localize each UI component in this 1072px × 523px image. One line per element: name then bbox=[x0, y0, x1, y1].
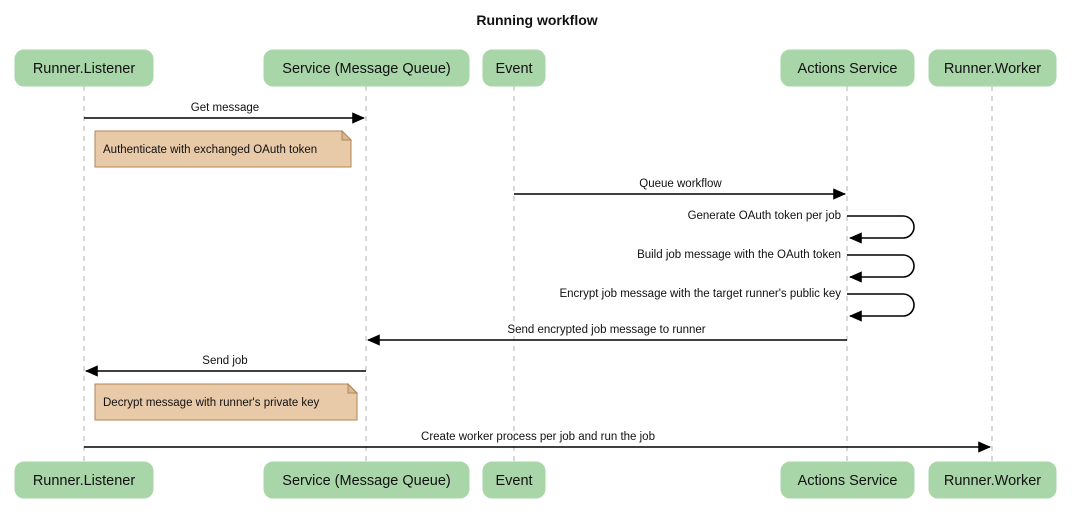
note-body bbox=[94, 383, 358, 421]
message-queue-workflow[interactable]: Queue workflow bbox=[514, 178, 847, 200]
participant-label: Runner.Listener bbox=[33, 473, 136, 489]
message-send-encrypted[interactable]: Send encrypted job message to runner bbox=[366, 324, 847, 346]
participant-label: Runner.Worker bbox=[944, 473, 1041, 489]
participant-runner-listener-bottom[interactable]: Runner.Listener bbox=[14, 461, 154, 499]
participant-box bbox=[14, 461, 154, 499]
participant-box bbox=[263, 461, 470, 499]
participant-box bbox=[482, 461, 546, 499]
message-label: Encrypt job message with the target runn… bbox=[559, 288, 841, 300]
participant-runner-listener-top[interactable]: Runner.Listener bbox=[14, 49, 154, 87]
participant-service-mq-top[interactable]: Service (Message Queue) bbox=[263, 49, 470, 87]
participant-label: Actions Service bbox=[798, 473, 898, 489]
participant-box bbox=[928, 461, 1057, 499]
participants-top-layer: Runner.Listener Service (Message Queue) Ev… bbox=[14, 49, 1057, 87]
participant-label: Event bbox=[495, 61, 532, 77]
message-build-job-message[interactable]: Build job message with the OAuth token bbox=[637, 249, 915, 283]
note-label: Authenticate with exchanged OAuth token bbox=[103, 144, 317, 156]
message-label: Send job bbox=[202, 355, 247, 367]
participant-actions-service-bottom[interactable]: Actions Service bbox=[780, 461, 915, 499]
self-loop-path bbox=[847, 254, 915, 283]
message-label: Get message bbox=[191, 102, 259, 114]
participant-box bbox=[14, 49, 154, 87]
participant-box bbox=[928, 49, 1057, 87]
participant-event-bottom[interactable]: Event bbox=[482, 461, 546, 499]
participant-service-mq-bottom[interactable]: Service (Message Queue) bbox=[263, 461, 470, 499]
message-send-job[interactable]: Send job bbox=[84, 355, 366, 377]
participant-box bbox=[482, 49, 546, 87]
message-create-worker[interactable]: Create worker process per job and run th… bbox=[84, 431, 992, 453]
note-body bbox=[94, 130, 352, 168]
participant-box bbox=[780, 461, 915, 499]
page-title: Running workflow bbox=[476, 12, 597, 28]
message-label: Build job message with the OAuth token bbox=[637, 249, 841, 261]
message-get-message[interactable]: Get message bbox=[84, 102, 366, 124]
message-label: Create worker process per job and run th… bbox=[421, 431, 655, 443]
self-loop-path bbox=[847, 215, 915, 244]
self-loop-path bbox=[847, 293, 915, 322]
message-label: Generate OAuth token per job bbox=[688, 210, 841, 222]
message-label: Send encrypted job message to runner bbox=[507, 324, 705, 336]
note-decrypt[interactable]: Decrypt message with runner's private ke… bbox=[94, 382, 359, 421]
participant-label: Runner.Listener bbox=[33, 61, 136, 77]
message-encrypt-job[interactable]: Encrypt job message with the target runn… bbox=[559, 288, 915, 322]
participant-runner-worker-top[interactable]: Runner.Worker bbox=[928, 49, 1057, 87]
note-authenticate[interactable]: Authenticate with exchanged OAuth token bbox=[94, 129, 353, 168]
participant-actions-service-top[interactable]: Actions Service bbox=[780, 49, 915, 87]
participant-box bbox=[780, 49, 915, 87]
participant-label: Service (Message Queue) bbox=[282, 473, 450, 489]
participants-bottom-layer: Runner.Listener Service (Message Queue) Ev… bbox=[14, 461, 1057, 499]
participant-box bbox=[263, 49, 470, 87]
message-label: Queue workflow bbox=[639, 178, 722, 190]
participant-label: Actions Service bbox=[798, 61, 898, 77]
note-fold-corner bbox=[347, 382, 359, 394]
note-label: Decrypt message with runner's private ke… bbox=[103, 397, 320, 409]
participant-label: Event bbox=[495, 473, 532, 489]
participant-label: Runner.Worker bbox=[944, 61, 1041, 77]
notes-layer: Authenticate with exchanged OAuth tokenD… bbox=[94, 129, 359, 421]
message-generate-token[interactable]: Generate OAuth token per job bbox=[688, 210, 915, 244]
participant-label: Service (Message Queue) bbox=[282, 61, 450, 77]
lifelines-layer bbox=[83, 86, 993, 462]
participant-runner-worker-bottom[interactable]: Runner.Worker bbox=[928, 461, 1057, 499]
participant-event-top[interactable]: Event bbox=[482, 49, 546, 87]
note-fold-corner bbox=[341, 129, 353, 141]
